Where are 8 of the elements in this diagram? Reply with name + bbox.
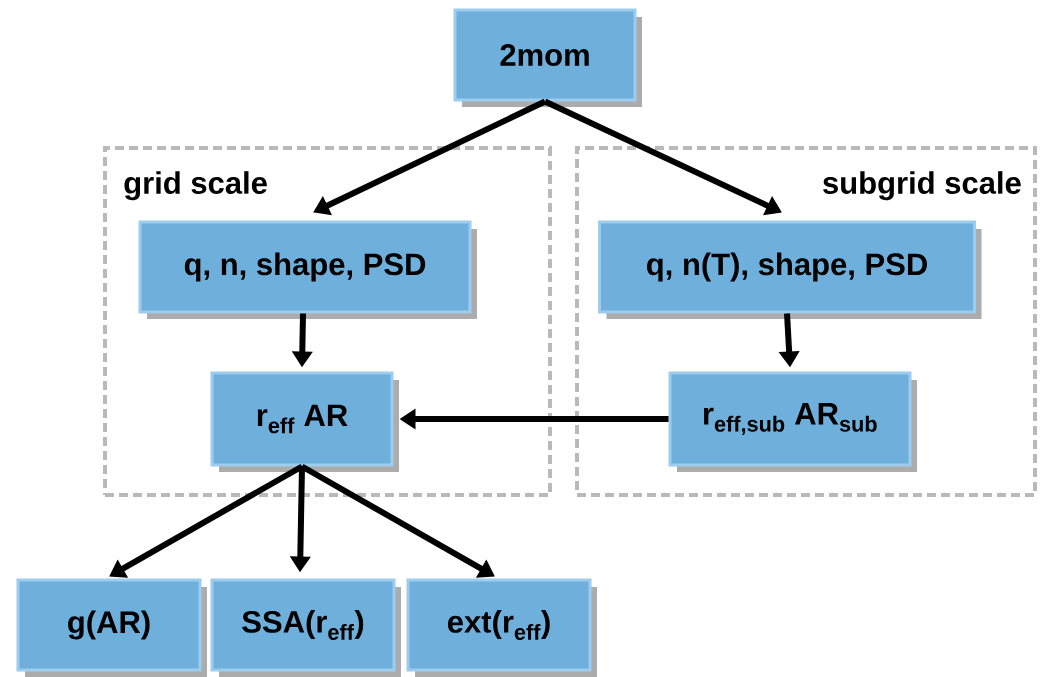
process-box: g(AR) — [16, 578, 207, 677]
process-box: q, n, shape, PSD — [138, 220, 477, 319]
process-box: 2mom — [453, 8, 642, 107]
process-box: r$_{eff,sub}$ AR$_{sub}$ — [668, 371, 917, 472]
process-box: q, n(T), shape, PSD — [598, 220, 982, 319]
process-box: ext(r$_{eff}$) — [406, 578, 597, 677]
process-box: r$_{eff}$ AR — [210, 371, 399, 472]
process-box: SSA(r$_{eff}$) — [210, 578, 401, 677]
